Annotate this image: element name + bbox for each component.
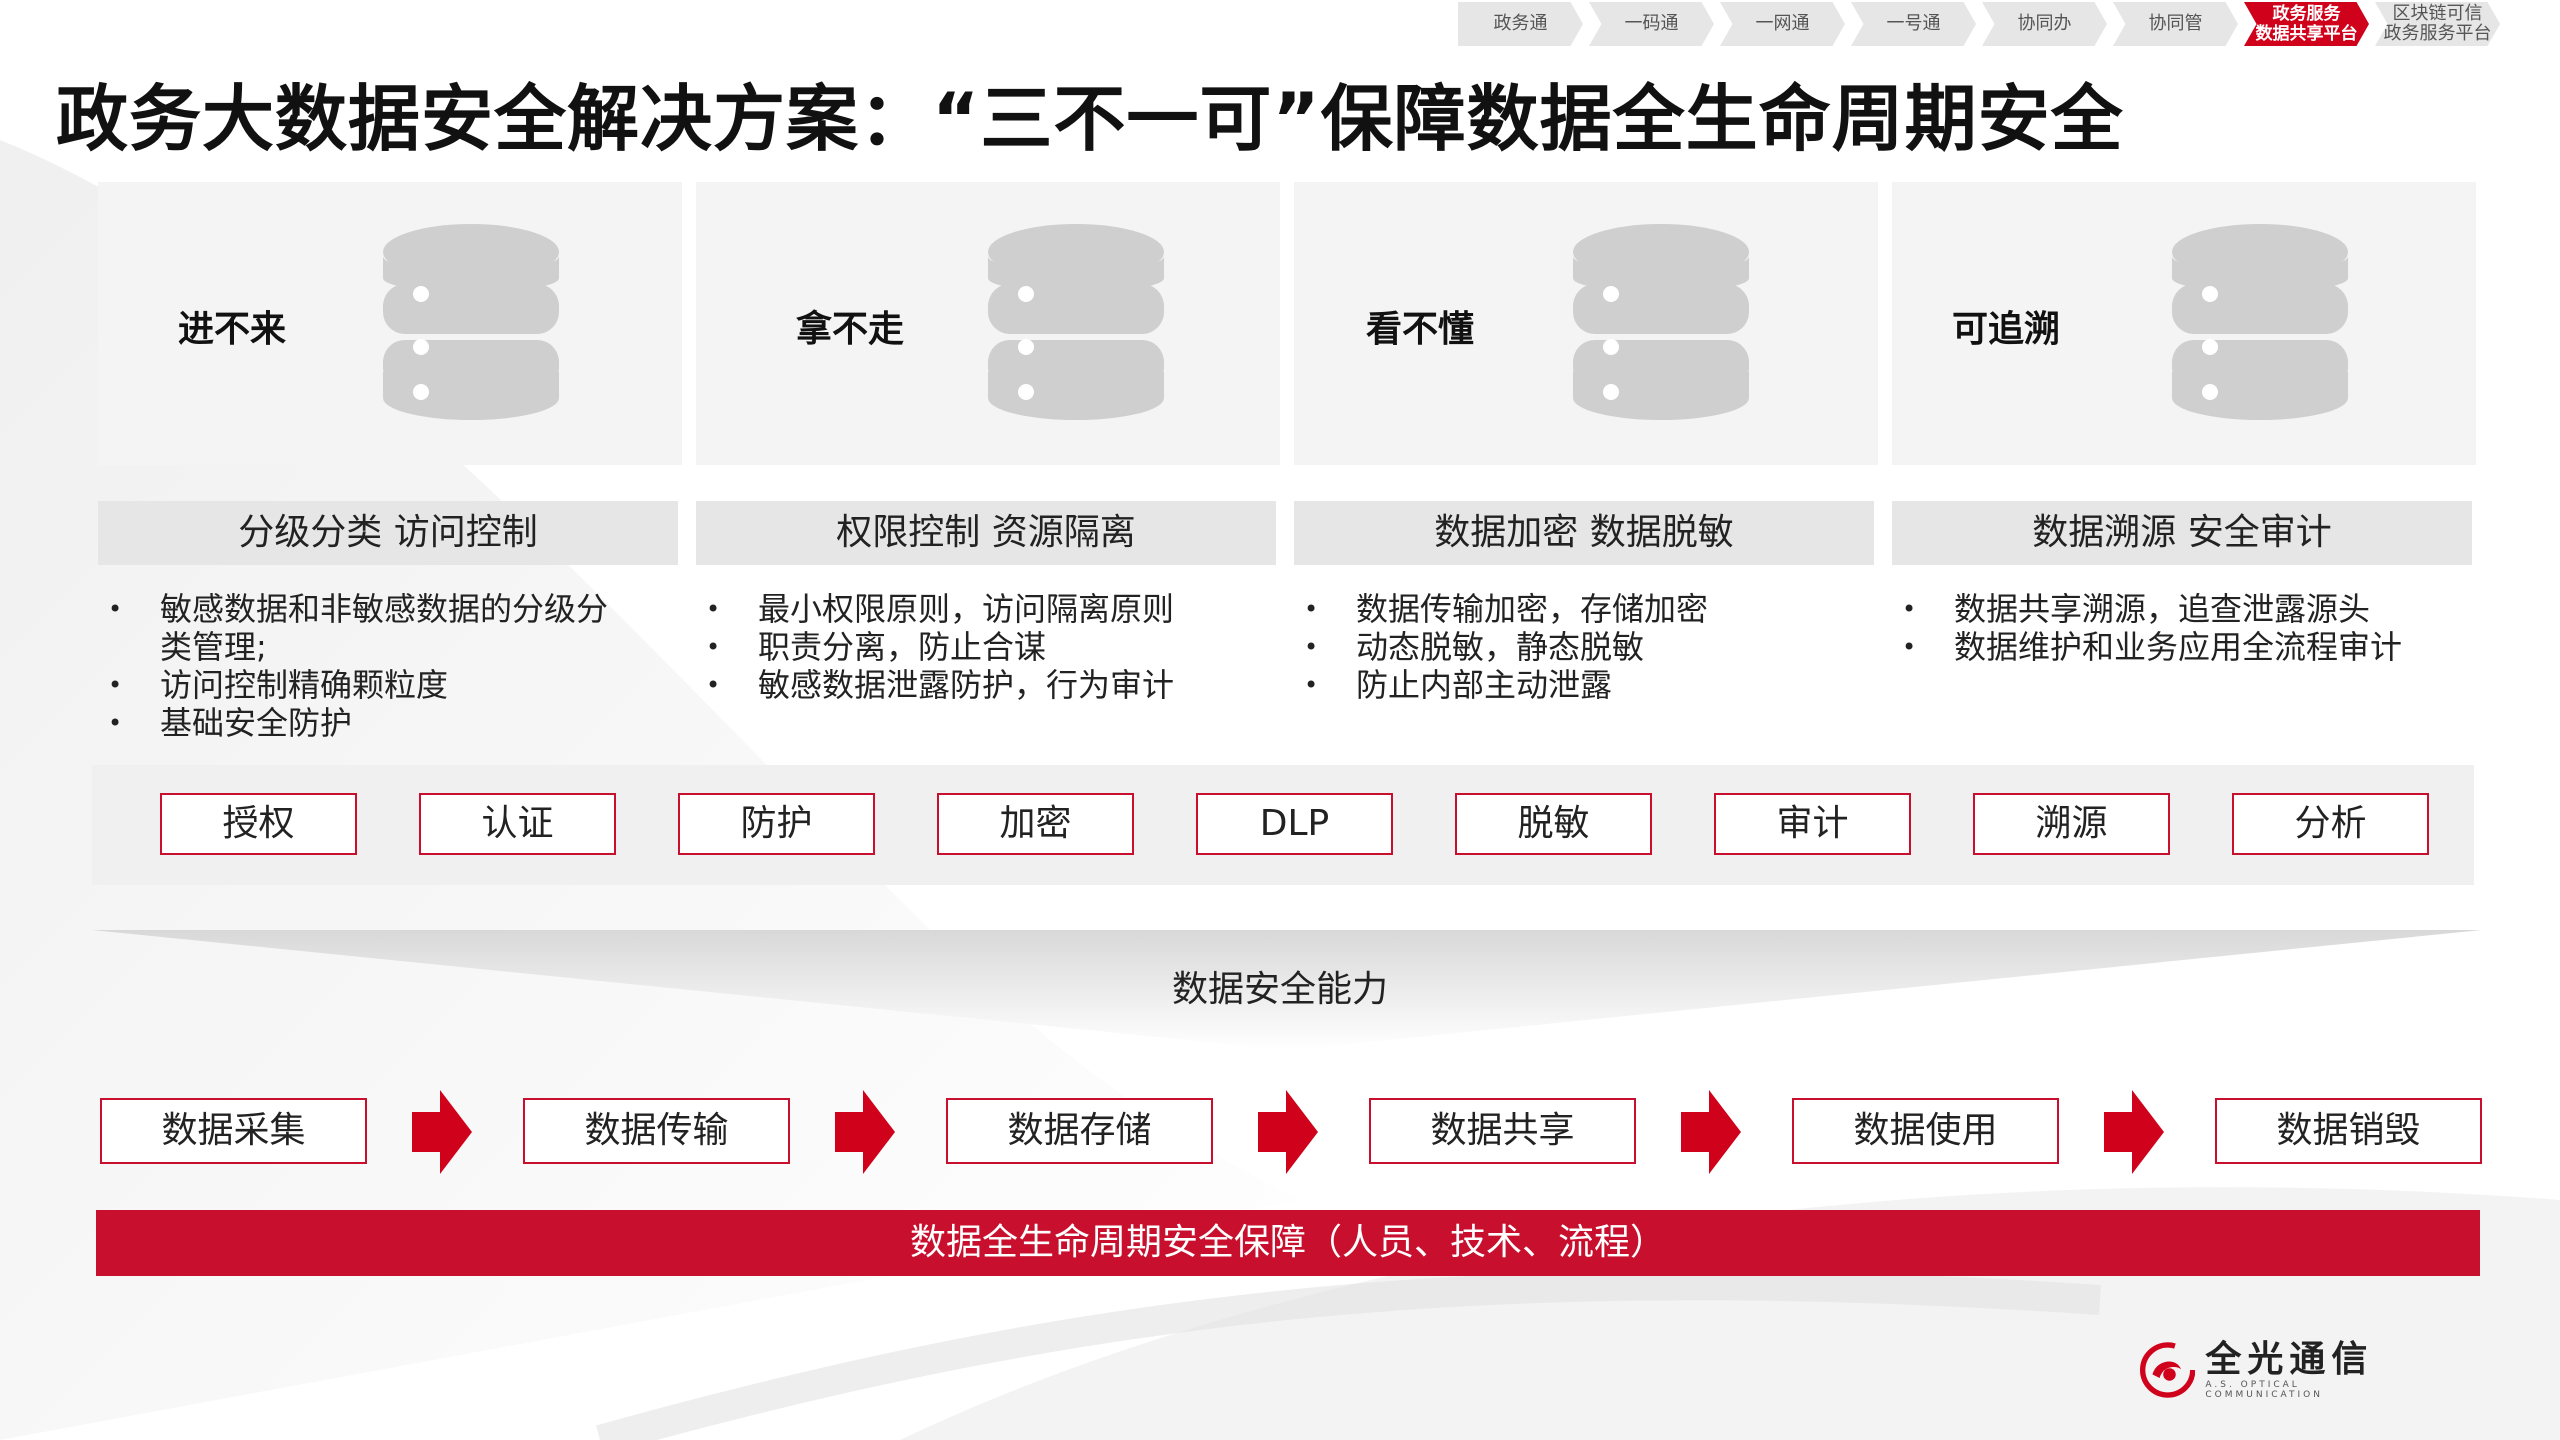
pillar-card-3: 可追溯 xyxy=(1892,182,2476,465)
nav-item-3[interactable]: 一号通 xyxy=(1851,2,1976,46)
capability-box-1: 认证 xyxy=(419,793,616,855)
flow-arrow-icon xyxy=(1258,1090,1318,1174)
pillar-label: 拿不走 xyxy=(796,309,905,350)
lifecycle-stage-0: 数据采集 xyxy=(100,1098,367,1164)
pillar-bullet-list: 数据共享溯源，追查泄露源头数据维护和业务应用全流程审计 xyxy=(1892,590,2432,666)
nav-item-label: 政务服务 xyxy=(2272,4,2341,24)
nav-item-label: 区块链可信 xyxy=(2392,3,2483,24)
nav-item-6[interactable]: 政务服务数据共享平台 xyxy=(2244,2,2369,46)
nav-item-2[interactable]: 一网通 xyxy=(1720,2,1845,46)
nav-item-label: 政务服务平台 xyxy=(2383,23,2492,44)
bullet-item: 数据维护和业务应用全流程审计 xyxy=(1892,628,2432,666)
flow-arrow-icon xyxy=(2104,1090,2164,1174)
pillar-subtitle: 数据加密 数据脱敏 xyxy=(1294,501,1874,565)
capability-box-8: 分析 xyxy=(2232,793,2429,855)
bullet-item: 基础安全防护 xyxy=(98,704,638,742)
nav-item-label: 协同办 xyxy=(2017,13,2072,34)
bullet-item: 数据传输加密，存储加密 xyxy=(1294,590,1834,628)
nav-item-label: 协同管 xyxy=(2148,13,2203,34)
page-title: 政务大数据安全解决方案：“三不一可”保障数据全生命周期安全 xyxy=(56,77,2124,161)
database-icon xyxy=(986,222,1166,422)
nav-item-4[interactable]: 协同办 xyxy=(1982,2,2107,46)
capability-box-7: 溯源 xyxy=(1973,793,2170,855)
pillar-bullet-list: 数据传输加密，存储加密动态脱敏，静态脱敏防止内部主动泄露 xyxy=(1294,590,1834,704)
lifecycle-stage-3: 数据共享 xyxy=(1369,1098,1636,1164)
flow-arrow-icon xyxy=(835,1090,895,1174)
lifecycle-stage-5: 数据销毁 xyxy=(2215,1098,2482,1164)
pillar-subtitle: 数据溯源 安全审计 xyxy=(1892,501,2472,565)
bullet-item: 防止内部主动泄露 xyxy=(1294,666,1834,704)
nav-item-5[interactable]: 协同管 xyxy=(2113,2,2238,46)
nav-item-label: 数据共享平台 xyxy=(2255,24,2358,44)
capability-funnel xyxy=(92,930,2482,1050)
pillar-label: 进不来 xyxy=(178,309,287,350)
flow-arrow-icon xyxy=(412,1090,472,1174)
nav-item-1[interactable]: 一码通 xyxy=(1589,2,1714,46)
pillar-subtitle: 分级分类 访问控制 xyxy=(98,501,678,565)
pillar-bullet-list: 敏感数据和非敏感数据的分级分类管理;访问控制精确颗粒度基础安全防护 xyxy=(98,590,638,742)
lifecycle-assurance-bar: 数据全生命周期安全保障（人员、技术、流程） xyxy=(96,1210,2480,1276)
lifecycle-stage-1: 数据传输 xyxy=(523,1098,790,1164)
capability-box-0: 授权 xyxy=(160,793,357,855)
database-icon xyxy=(2170,222,2350,422)
logo-swirl-icon xyxy=(2140,1342,2196,1398)
pillar-subtitle: 权限控制 资源隔离 xyxy=(696,501,1276,565)
pillar-card-0: 进不来 xyxy=(98,182,682,465)
bullet-item: 敏感数据和非敏感数据的分级分类管理; xyxy=(98,590,638,666)
pillar-bullet-list: 最小权限原则，访问隔离原则职责分离，防止合谋敏感数据泄露防护，行为审计 xyxy=(696,590,1236,704)
logo-name: 全光通信 xyxy=(2205,1339,2374,1380)
nav-item-label: 一网通 xyxy=(1755,13,1810,34)
pillar-card-2: 看不懂 xyxy=(1294,182,1878,465)
nav-item-label: 政务通 xyxy=(1493,13,1548,34)
bullet-item: 敏感数据泄露防护，行为审计 xyxy=(696,666,1236,704)
bullet-item: 访问控制精确颗粒度 xyxy=(98,666,638,704)
capability-box-3: 加密 xyxy=(937,793,1134,855)
capability-box-6: 审计 xyxy=(1714,793,1911,855)
capability-box-2: 防护 xyxy=(678,793,875,855)
nav-item-label: 一号通 xyxy=(1886,13,1941,34)
nav-item-label: 一码通 xyxy=(1624,13,1679,34)
database-icon xyxy=(1571,222,1751,422)
bullet-item: 数据共享溯源，追查泄露源头 xyxy=(1892,590,2432,628)
pillar-card-1: 拿不走 xyxy=(696,182,1280,465)
lifecycle-stage-2: 数据存储 xyxy=(946,1098,1213,1164)
logo-english-name: A.S. OPTICAL COMMUNICATION xyxy=(2205,1380,2323,1400)
capability-box-4: DLP xyxy=(1196,793,1393,855)
bullet-item: 动态脱敏，静态脱敏 xyxy=(1294,628,1834,666)
database-icon xyxy=(381,222,561,422)
bullet-item: 最小权限原则，访问隔离原则 xyxy=(696,590,1236,628)
flow-arrow-icon xyxy=(1681,1090,1741,1174)
capability-box-5: 脱敏 xyxy=(1455,793,1652,855)
pillar-label: 可追溯 xyxy=(1952,309,2061,350)
nav-item-0[interactable]: 政务通 xyxy=(1458,2,1583,46)
nav-item-7[interactable]: 区块链可信政务服务平台 xyxy=(2375,2,2500,46)
breadcrumb-nav: 政务通一码通一网通一号通协同办协同管政务服务数据共享平台区块链可信政务服务平台 xyxy=(1458,2,2506,46)
bullet-item: 职责分离，防止合谋 xyxy=(696,628,1236,666)
capability-title: 数据安全能力 xyxy=(1171,969,1388,1010)
lifecycle-stage-4: 数据使用 xyxy=(1792,1098,2059,1164)
pillar-label: 看不懂 xyxy=(1366,309,1475,350)
company-logo: 全光通信 A.S. OPTICAL COMMUNICATION xyxy=(2140,1335,2400,1405)
